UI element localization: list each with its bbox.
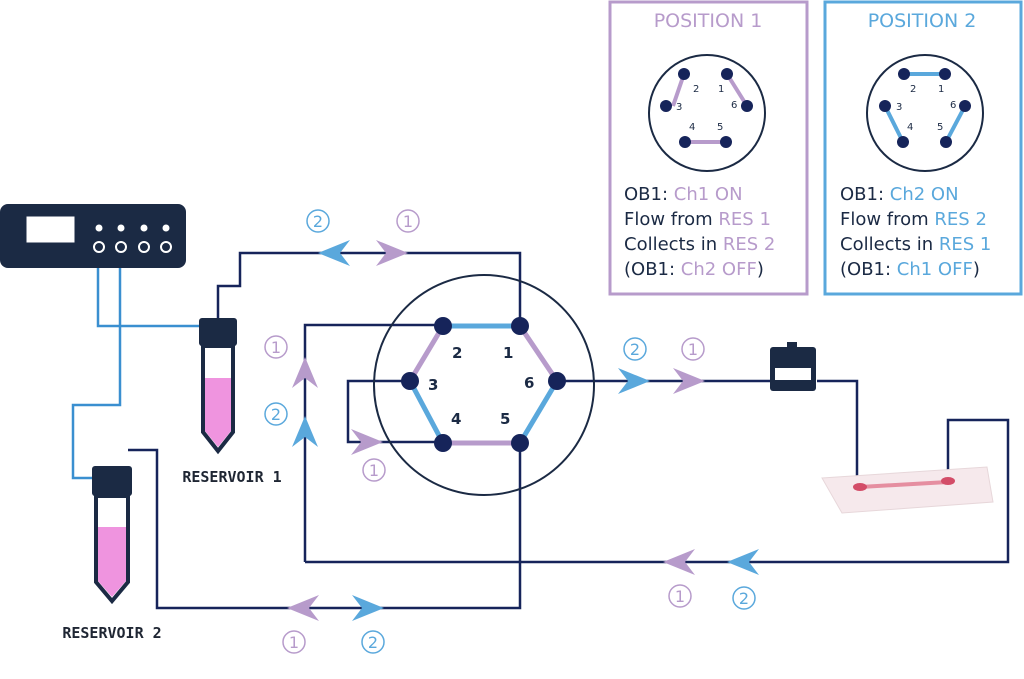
p1-port-label-6: 6 bbox=[731, 100, 737, 111]
arrow-purple-right-top bbox=[376, 240, 408, 266]
microfluidic-chip bbox=[821, 466, 994, 514]
position-1-panel: POSITION 1 2 1 3 6 4 5 OB1: Ch1 ON Flow … bbox=[608, 0, 809, 296]
p1-port-label-1: 1 bbox=[718, 84, 724, 95]
reservoir-2: RESERVOIR 2 bbox=[62, 466, 162, 642]
reservoir-2-label: RESERVOIR 2 bbox=[62, 624, 161, 642]
pressure-controller bbox=[0, 204, 186, 268]
valve-port-6: 6 bbox=[524, 374, 534, 392]
valve-port-5: 5 bbox=[500, 410, 510, 428]
p1-port-label-2: 2 bbox=[693, 84, 699, 95]
p2-port-label-2: 2 bbox=[910, 84, 916, 95]
marker-1-loop: 1 bbox=[369, 461, 379, 480]
fluid-tubing bbox=[128, 251, 1010, 610]
marker-1-out: 1 bbox=[688, 340, 698, 359]
marker-2-top: 2 bbox=[313, 212, 323, 231]
marker-1-return: 1 bbox=[675, 587, 685, 606]
arrow-blue-left-return bbox=[727, 549, 759, 575]
position-2-line-2: Flow from RES 2 bbox=[840, 209, 987, 230]
arrow-blue-right-bottom bbox=[352, 595, 384, 621]
arrow-purple-right-out bbox=[673, 368, 705, 394]
p2-port-label-1: 1 bbox=[938, 84, 944, 95]
marker-1-bottom: 1 bbox=[289, 633, 299, 652]
position-2-line-1: OB1: Ch2 ON bbox=[840, 184, 959, 205]
position-1-valve-diagram: 2 1 3 6 4 5 bbox=[648, 54, 766, 172]
arrow-purple-right-loop bbox=[351, 429, 383, 455]
flow-arrows bbox=[287, 240, 759, 621]
p2-port-label-6: 6 bbox=[950, 100, 956, 111]
p1-port-label-5: 5 bbox=[717, 122, 723, 133]
rotary-valve: 2 1 3 6 4 5 bbox=[373, 274, 595, 496]
position-2-valve-diagram: 2 1 3 6 4 5 bbox=[866, 54, 984, 172]
arrow-purple-up-left bbox=[292, 357, 318, 388]
flow-position-markers: 2 1 1 2 1 2 1 1 2 1 2 bbox=[264, 209, 756, 654]
position-1-line-3: Collects in RES 2 bbox=[624, 234, 775, 255]
valve-port-3: 3 bbox=[428, 376, 438, 394]
marker-2-left: 2 bbox=[271, 405, 281, 424]
p1-port-label-3: 3 bbox=[676, 102, 682, 113]
reservoir-1: RESERVOIR 1 bbox=[182, 318, 282, 486]
position-1-line-1: OB1: Ch1 ON bbox=[624, 184, 743, 205]
valve-port-1: 1 bbox=[503, 344, 513, 362]
controller-screen bbox=[26, 216, 75, 243]
valve-port-4: 4 bbox=[451, 410, 461, 428]
position-1-line-4: (OB1: Ch2 OFF) bbox=[624, 259, 764, 280]
p1-port-label-4: 4 bbox=[689, 122, 695, 133]
valve-port-2: 2 bbox=[452, 344, 462, 362]
position-2-title: POSITION 2 bbox=[868, 10, 977, 32]
pressure-lines bbox=[71, 246, 200, 480]
arrow-blue-up-left bbox=[292, 416, 318, 447]
reservoir-1-label: RESERVOIR 1 bbox=[182, 468, 281, 486]
position-2-line-4: (OB1: Ch1 OFF) bbox=[840, 259, 980, 280]
position-1-title: POSITION 1 bbox=[654, 10, 763, 32]
p2-port-label-3: 3 bbox=[896, 102, 902, 113]
marker-1-top: 1 bbox=[403, 212, 413, 231]
marker-2-bottom: 2 bbox=[368, 633, 378, 652]
p2-port-label-4: 4 bbox=[907, 122, 913, 133]
position-2-panel: POSITION 2 2 1 3 6 4 5 OB1: Ch2 ON Flow … bbox=[823, 0, 1023, 296]
flow-sensor bbox=[770, 342, 816, 391]
p2-port-label-5: 5 bbox=[937, 122, 943, 133]
arrow-purple-left-return bbox=[663, 549, 695, 575]
arrow-blue-left-top bbox=[318, 240, 350, 266]
marker-1-left: 1 bbox=[271, 338, 281, 357]
arrow-purple-left-bottom bbox=[287, 595, 319, 621]
marker-2-out: 2 bbox=[630, 340, 640, 359]
marker-2-return: 2 bbox=[739, 589, 749, 608]
arrow-blue-right-out bbox=[618, 368, 650, 394]
position-2-line-3: Collects in RES 1 bbox=[840, 234, 991, 255]
position-1-line-2: Flow from RES 1 bbox=[624, 209, 771, 230]
